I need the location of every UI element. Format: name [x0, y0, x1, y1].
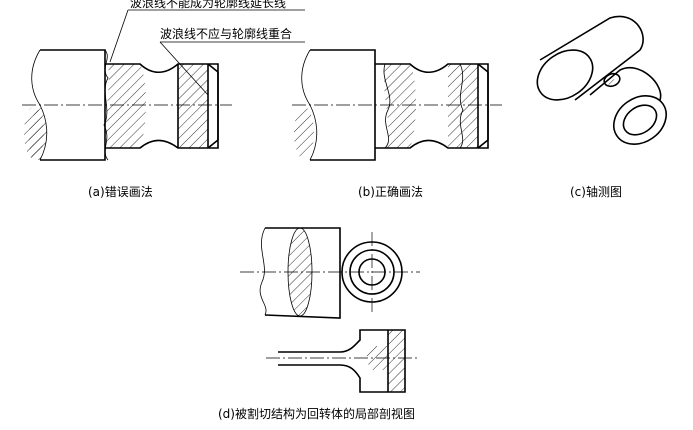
- round-section-a: [24, 107, 44, 159]
- wave-line-correct-b: [383, 63, 391, 149]
- leader-top: [109, 9, 129, 63]
- caption-c: (c)轴测图: [570, 184, 622, 199]
- hatch-region-a2: [178, 64, 208, 148]
- view-b-correct-method: [292, 49, 502, 161]
- iso-body-top: [539, 15, 644, 101]
- annotation-top: 波浪线不能成为轮廓线延长线: [130, 0, 286, 10]
- wave-line-correct-b2: [459, 63, 464, 149]
- chamfer-a1: [207, 63, 219, 73]
- leader-mid: [159, 41, 209, 96]
- chamfer-a2: [207, 139, 219, 149]
- hatch-region-d: [388, 330, 405, 392]
- iso-right-end: [613, 95, 667, 145]
- chamfer-b2: [477, 139, 489, 149]
- iso-hole-shade: [606, 78, 619, 87]
- annotation-mid: 波浪线不应与轮廓线重合: [160, 26, 292, 41]
- iso-body-bottom: [589, 67, 662, 101]
- rod-outline-d: [264, 227, 341, 319]
- section-ellipse-d: [288, 228, 312, 316]
- iso-left-end: [536, 49, 594, 101]
- chamfer-b1: [477, 63, 489, 73]
- break-line-d: [259, 227, 267, 316]
- view-c-axonometric: [536, 15, 667, 145]
- caption-d: (d)被割切结构为回转体的局部剖视图: [218, 406, 415, 421]
- hatch-region-a1: [105, 64, 146, 148]
- view-a-wrong-method: [22, 9, 305, 161]
- iso-right-hole: [622, 104, 658, 136]
- caption-b: (b)正确画法: [358, 185, 423, 199]
- hatch-region-b1: [383, 64, 416, 148]
- round-section-b: [294, 107, 314, 159]
- view-d-section: [266, 329, 420, 393]
- caption-a: (a)错误画法: [88, 185, 153, 199]
- view-d-front: [240, 227, 420, 319]
